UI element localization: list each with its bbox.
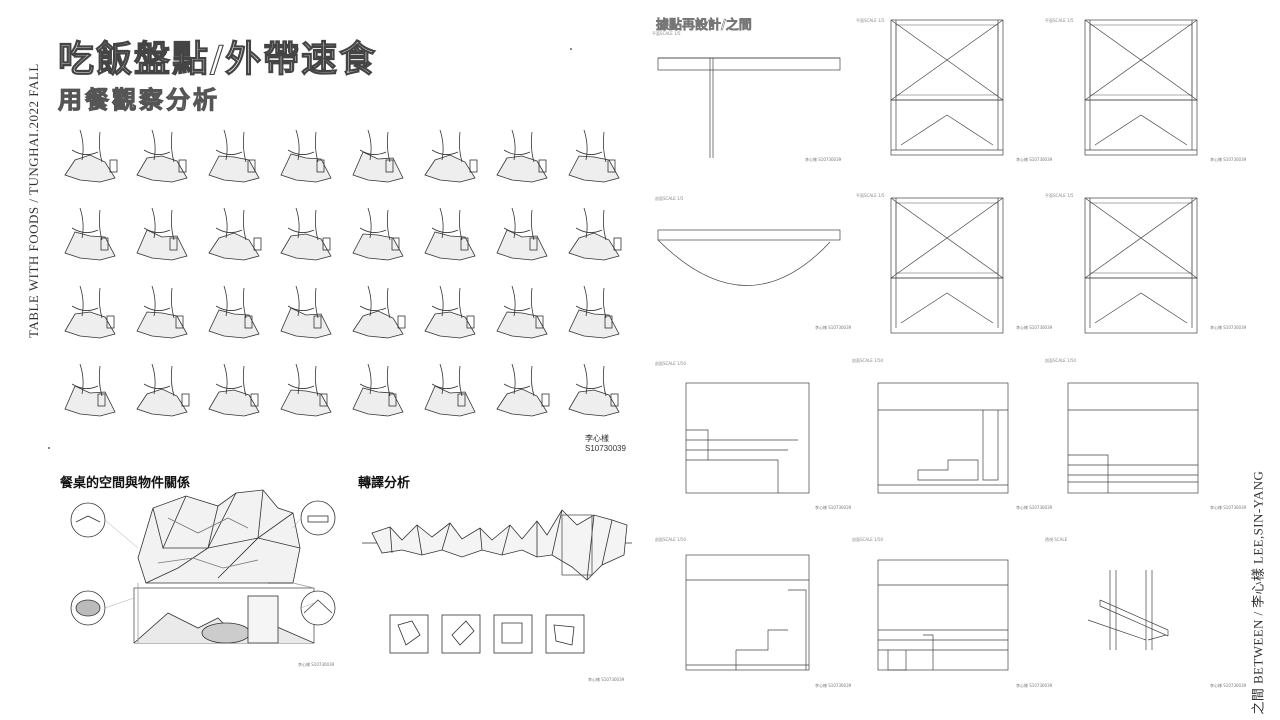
sheet-label: 平面SCALE 1/5: [856, 18, 885, 23]
sheet-id-small: 李心樣 S10730039: [815, 683, 852, 688]
sheet-label: 剖面SCALE 1/50: [1045, 358, 1077, 363]
board-title: 吃飯盤點/外帶速食: [57, 38, 378, 80]
observation-sketch: [352, 363, 404, 417]
observation-sketch: [568, 285, 620, 339]
observation-sketch: [496, 285, 548, 339]
observation-sketch: [208, 207, 262, 261]
observation-sketch: [64, 363, 116, 417]
observation-sketch: [208, 363, 260, 417]
sheet-label: 平面SCALE 1/5: [856, 193, 885, 198]
observation-sketch: [136, 363, 190, 417]
sheet-id-small: 李心樣 S10730039: [1016, 683, 1053, 688]
observation-sketch-grid: [64, 129, 622, 417]
observation-sketch: [568, 207, 622, 261]
table-space-drawing: [70, 489, 336, 644]
sheet-label: 平面SCALE 1/5: [1045, 193, 1074, 198]
observation-sketch: [280, 363, 332, 417]
observation-sketch: [64, 207, 116, 261]
observation-sketch: [64, 285, 116, 339]
translation-analysis-drawing: [362, 509, 632, 654]
section-heading-translation: 轉譯分析: [358, 476, 411, 491]
sheet-id-small: 李心樣 S10730039: [588, 677, 625, 682]
observation-sketch: [352, 285, 406, 339]
sheet-id-small: 李心樣 S10730039: [1210, 505, 1247, 510]
observation-sketch: [280, 285, 332, 339]
observation-sketch: [424, 285, 476, 339]
observation-sketch: [352, 207, 404, 261]
observation-sketch: [64, 129, 118, 183]
observation-sketch: [280, 207, 332, 261]
observation-sketch: [424, 207, 476, 261]
sheet-id-small: 李心樣 S10730039: [815, 505, 852, 510]
sheet-label: 剖面SCALE 1/50: [655, 537, 687, 542]
observation-sketch: [496, 363, 550, 417]
observation-sketch: [352, 129, 404, 183]
observation-sketch: [208, 129, 260, 183]
right-board: 據點再設計/之間: [648, 0, 1240, 720]
section-heading-space: 餐桌的空間與物件關係: [60, 476, 191, 491]
sheet-id-small: 李心樣 S10730039: [815, 325, 852, 330]
dot-marker: [570, 48, 572, 50]
sheet-id-small: 李心樣 S10730039: [1210, 683, 1247, 688]
observation-sketch: [424, 129, 478, 183]
observation-sketch: [136, 129, 188, 183]
sheet-label: 平面SCALE 1/5: [652, 31, 681, 36]
sheet-id-small: 李心樣 S10730039: [1210, 325, 1247, 330]
observation-sketch: [280, 129, 332, 183]
observation-sketch: [496, 129, 548, 183]
sheet-id-small: 李心樣 S10730039: [298, 662, 335, 667]
side-caption-right: 之間 BETWEEN / 李心樣 LEE,SIN-YANG: [1242, 0, 1272, 720]
left-board: 吃飯盤點/外帶速食 用餐觀察分析 李心樣 S10730039 餐桌的空間與物件關…: [40, 0, 645, 720]
observation-sketch: [424, 363, 476, 417]
dot-marker: [48, 447, 50, 449]
side-caption-right-text: 之間 BETWEEN / 李心樣 LEE,SIN-YANG: [1250, 470, 1266, 715]
board-subtitle: 用餐觀察分析: [58, 86, 220, 115]
sheet-label: 平面SCALE 1/5: [1045, 18, 1074, 23]
design-drawing-sheets: [657, 19, 1199, 671]
observation-sketch: [136, 285, 188, 339]
right-board-title: 據點再設計/之間: [656, 18, 752, 34]
sheet-label: 透視 SCALE: [1045, 537, 1068, 542]
observation-sketch: [496, 207, 548, 261]
sheet-id-small: 李心樣 S10730039: [805, 157, 842, 162]
observation-sketch: [208, 285, 260, 339]
sheet-label: 剖面SCALE 1/50: [852, 537, 884, 542]
sheet-id-small: 李心樣 S10730039: [1016, 325, 1053, 330]
sheet-label: 剖面SCALE 1/50: [852, 358, 884, 363]
sheet-id-small: 李心樣 S10730039: [1210, 157, 1247, 162]
sheet-label: 剖面SCALE 1/50: [655, 361, 687, 366]
observation-sketch: [568, 363, 620, 417]
observation-sketch: [136, 207, 188, 261]
sheet-label: 剖面SCALE 1/5: [655, 196, 684, 201]
sheet-id-small: 李心樣 S10730039: [1016, 157, 1053, 162]
observation-sketch: [568, 129, 620, 183]
student-id: 李心樣 S10730039: [585, 434, 626, 453]
sheet-id-small: 李心樣 S10730039: [1016, 505, 1053, 510]
